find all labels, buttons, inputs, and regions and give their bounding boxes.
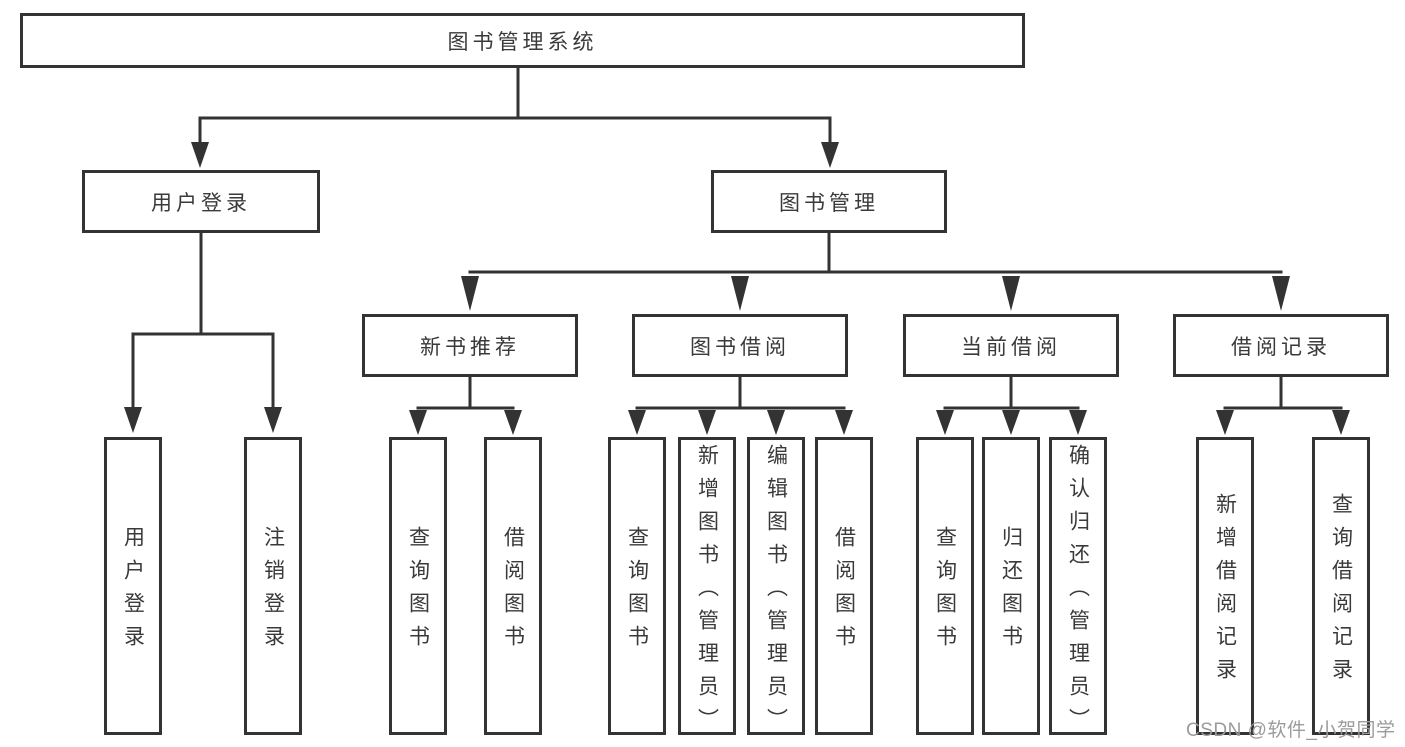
- node-label: 借阅记录: [1231, 335, 1331, 359]
- node-label: 用户登录: [151, 191, 251, 215]
- leaf-borrow-books: 借阅图书: [815, 437, 873, 735]
- leaf-logout-login: 注销登录: [244, 437, 302, 735]
- leaf-add-borrow-record: 新增借阅记录: [1196, 437, 1254, 735]
- node-label: 新增借阅记录: [1213, 493, 1237, 691]
- leaf-add-books-admin: 新增图书（管理员）: [678, 437, 736, 741]
- node-label: 查询图书: [625, 526, 649, 658]
- connector-new-book-recommendation-to-children: [409, 375, 522, 435]
- node-book-borrowing: 图书借阅: [632, 314, 848, 377]
- node-label: 图书管理系统: [447, 30, 598, 54]
- connector-borrowing-records-to-children: [1216, 375, 1350, 435]
- connector-book-management-to-level3: [461, 231, 1290, 311]
- node-library-management-system: 图书管理系统: [20, 13, 1025, 68]
- leaf-query-books-borrowing: 查询图书: [608, 437, 666, 735]
- node-label: 新书推荐: [420, 335, 520, 359]
- node-label: 确认归还（管理员）: [1066, 443, 1090, 741]
- node-label: 归还图书: [999, 526, 1023, 658]
- watermark: CSDN @软件_小贺同学: [1186, 720, 1396, 741]
- node-label: 用户登录: [121, 526, 145, 658]
- node-book-management: 图书管理: [711, 170, 947, 233]
- node-label: 编辑图书（管理员）: [764, 443, 788, 741]
- node-label: 查询借阅记录: [1329, 493, 1353, 691]
- node-label: 查询图书: [406, 526, 430, 658]
- connector-current-borrowing-to-children: [936, 375, 1087, 435]
- node-label: 查询图书: [933, 526, 957, 658]
- node-label: 新增图书（管理员）: [695, 443, 719, 741]
- node-label: 借阅图书: [501, 526, 525, 658]
- node-user-login: 用户登录: [82, 170, 320, 233]
- node-current-borrowing: 当前借阅: [903, 314, 1119, 377]
- node-label: 图书管理: [779, 191, 879, 215]
- connector-book-borrowing-to-children: [628, 375, 853, 435]
- node-new-book-recommendation: 新书推荐: [362, 314, 578, 377]
- leaf-edit-books-admin: 编辑图书（管理员）: [747, 437, 805, 741]
- connector-root-to-level2: [191, 66, 839, 168]
- node-label: 当前借阅: [961, 335, 1061, 359]
- leaf-query-books-recommendation: 查询图书: [389, 437, 447, 735]
- leaf-user-login: 用户登录: [104, 437, 162, 735]
- node-borrowing-records: 借阅记录: [1173, 314, 1389, 377]
- node-label: 借阅图书: [832, 526, 856, 658]
- leaf-borrow-books-recommendation: 借阅图书: [484, 437, 542, 735]
- node-label: 注销登录: [261, 526, 285, 658]
- connector-user-login-to-children: [124, 231, 282, 433]
- leaf-query-books-current: 查询图书: [916, 437, 974, 735]
- leaf-query-borrow-record: 查询借阅记录: [1312, 437, 1370, 735]
- node-label: 图书借阅: [690, 335, 790, 359]
- leaf-return-books: 归还图书: [982, 437, 1040, 735]
- leaf-confirm-return-admin: 确认归还（管理员）: [1049, 437, 1107, 741]
